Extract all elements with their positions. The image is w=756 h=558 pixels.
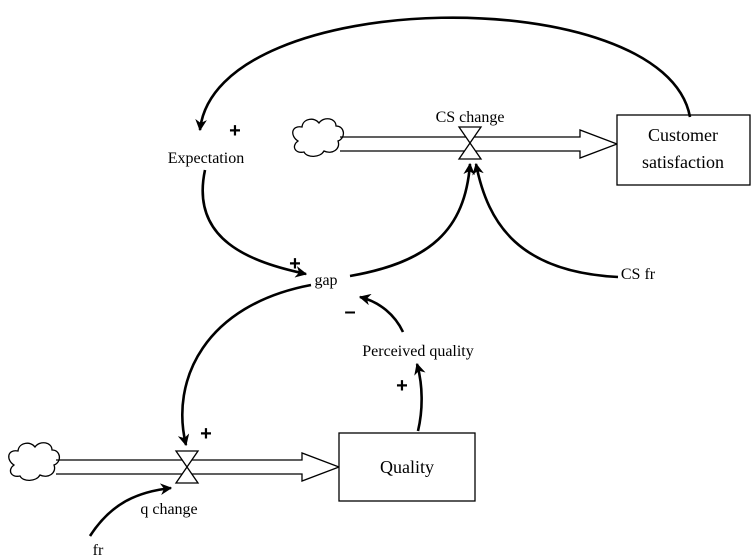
gap-expectation-polarity-sign: + xyxy=(289,253,301,275)
fr-label: fr xyxy=(93,542,104,558)
expectation-polarity-sign: + xyxy=(229,120,241,142)
gap-label: gap xyxy=(314,272,337,289)
gap-to-q-change-link xyxy=(177,283,312,447)
perceived-quality-to-gap-link xyxy=(358,293,405,333)
cs-fr-label: CS fr xyxy=(621,266,656,283)
customer-satisfaction-label-line1: Customer xyxy=(648,125,718,145)
cs-fr-to-cs-change-link xyxy=(472,162,619,279)
perceived-quality-polarity-sign: + xyxy=(396,375,408,397)
expectation-to-gap-link xyxy=(201,169,308,278)
gap-perceived-quality-polarity-sign: – xyxy=(344,301,355,323)
quality-stock xyxy=(338,432,476,502)
customer-satisfaction-label-line2: satisfaction xyxy=(642,152,724,172)
quality-label: Quality xyxy=(380,457,434,477)
q-change-label: q change xyxy=(140,501,197,518)
q-change-valve-icon xyxy=(174,450,200,484)
satisfaction-to-expectation-link xyxy=(195,16,692,132)
fr-to-q-change-link xyxy=(88,483,173,537)
cs-flow-pipe xyxy=(340,129,619,159)
cs-change-valve-icon xyxy=(457,126,483,160)
quality-to-perceived-quality-link xyxy=(414,362,426,432)
q-change-polarity-sign: + xyxy=(200,423,212,445)
expectation-label: Expectation xyxy=(168,150,244,167)
q-cloud-source-icon xyxy=(8,442,61,482)
perceived-quality-label: Perceived quality xyxy=(362,343,474,360)
customer-satisfaction-stock xyxy=(616,114,751,186)
cs-cloud-source-icon xyxy=(292,118,345,158)
q-flow-pipe xyxy=(56,452,341,482)
cs-change-label: CS change xyxy=(436,109,505,126)
gap-to-cs-change-link xyxy=(349,162,476,278)
